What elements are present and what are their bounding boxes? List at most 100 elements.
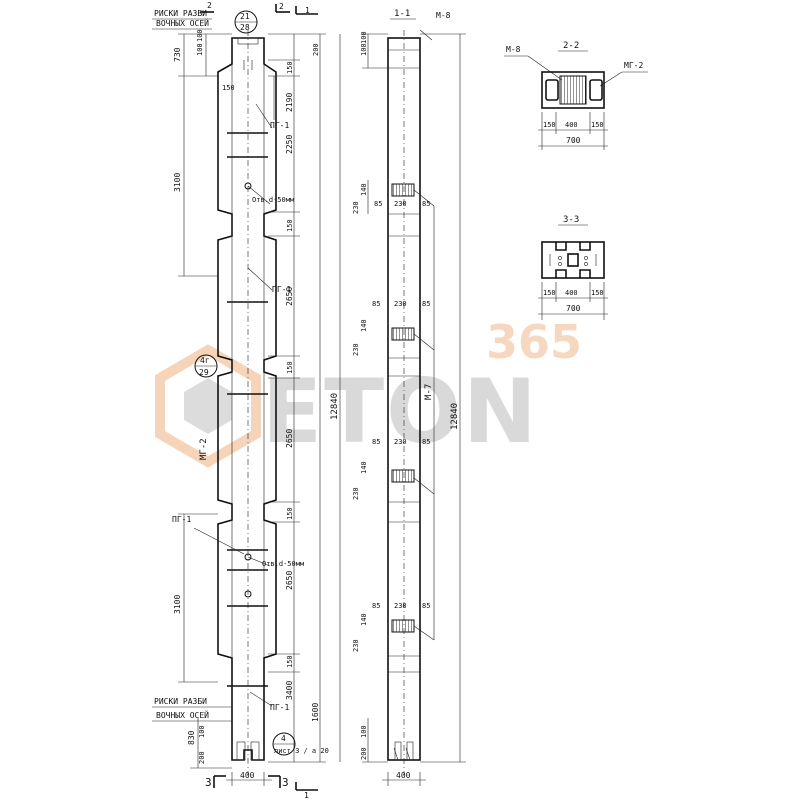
dim-3100-top: 3100 — [173, 173, 182, 192]
dim-100b: 100 — [196, 29, 204, 42]
cut-label-1-top: 1 — [305, 6, 310, 15]
dim-100a: 100 — [196, 43, 204, 56]
dim-3100-bottom: 3100 — [173, 595, 182, 614]
label-pg1-a: ПГ-1 — [270, 121, 289, 130]
s11-dim-100c: 100 — [360, 725, 368, 738]
label-hole-b: Отв.d-50мм — [262, 560, 305, 568]
section-1-1-title: 1-1 — [394, 9, 410, 19]
dim-730: 730 — [173, 47, 182, 62]
svg-text:140: 140 — [360, 613, 368, 626]
svg-text:150: 150 — [543, 121, 556, 129]
watermark-number: 365 — [486, 315, 582, 369]
width-dim-section: 400 — [396, 771, 411, 780]
embedded-ticks — [227, 132, 268, 687]
svg-text:230: 230 — [352, 201, 360, 214]
svg-text:85: 85 — [372, 438, 380, 446]
dim-2190: 2190 — [285, 93, 294, 112]
section-3-3-total: 700 — [566, 304, 581, 313]
dim-3400: 3400 — [285, 681, 294, 700]
section-3-3-body — [541, 241, 605, 279]
leader-labels: ПГ-1 Отв.d-50мм ПГ-1 ПГ-1 Отв.d-50мм ПГ-… — [172, 84, 305, 712]
dim-2650-2: 2650 — [285, 429, 294, 448]
svg-text:140: 140 — [360, 319, 368, 332]
section-2-2-mark-left: М-8 — [506, 45, 521, 54]
svg-text:150: 150 — [591, 289, 604, 297]
marks-label-bottom-1: РИСКИ РАЗБИ — [154, 697, 207, 706]
cut-label-1-bottom: 1 — [304, 791, 309, 800]
width-dim-left: 400 — [240, 771, 255, 780]
dim-830: 830 — [187, 730, 196, 745]
svg-text:лист 3 / а 20: лист 3 / а 20 — [274, 747, 329, 755]
plate-2 — [391, 327, 415, 341]
label-mg2: МГ-2 — [199, 438, 209, 460]
marks-label-top-2: ВОЧНЫХ ОСЕЙ — [156, 17, 209, 28]
svg-text:230: 230 — [394, 300, 407, 308]
callout-circle-top: 21 28 — [234, 10, 258, 34]
label-pg1-b: ПГ-1 — [272, 285, 291, 294]
left-dimension-chain: 730 100 100 3100 3100 830 200 100 — [173, 29, 232, 769]
plate-4 — [391, 619, 415, 633]
svg-text:150: 150 — [543, 289, 556, 297]
svg-text:85: 85 — [422, 602, 430, 610]
plate-3 — [391, 469, 415, 483]
dim-2250: 2250 — [285, 135, 294, 154]
section-2-2: 2-2 М-8 МГ-2 150 400 150 700 — [504, 41, 648, 150]
dim-100c: 100 — [198, 725, 206, 738]
dim-1600: 1600 — [311, 703, 320, 722]
svg-text:140: 140 — [360, 183, 368, 196]
svg-text:29: 29 — [199, 368, 209, 377]
dim-150-3: 150 — [286, 507, 294, 520]
cut-label-3-right: 3 — [282, 776, 289, 789]
column-elevation: РИСКИ РАЗБИ ВОЧНЫХ ОСЕЙ 21 28 2 2 1 — [152, 1, 341, 800]
right-dimension-chain: 200 150 2190 2250 150 2650 150 2650 150 … — [268, 33, 341, 763]
svg-text:230: 230 — [394, 200, 407, 208]
marks-label-top-1: РИСКИ РАЗБИ — [154, 9, 207, 18]
svg-text:140: 140 — [360, 461, 368, 474]
svg-text:85: 85 — [374, 200, 382, 208]
svg-text:4г: 4г — [200, 356, 210, 365]
svg-text:4: 4 — [281, 734, 286, 743]
svg-text:85: 85 — [422, 438, 430, 446]
section-2-2-mark-right: МГ-2 — [624, 61, 643, 70]
svg-text:400: 400 — [565, 289, 578, 297]
plate-1 — [391, 183, 415, 197]
section-1-1-mark: М-8 — [436, 11, 451, 20]
dim-2650-3: 2650 — [285, 571, 294, 590]
svg-text:230: 230 — [352, 639, 360, 652]
s11-dim-100a: 100 — [360, 43, 368, 56]
cut-label-2-right: 2 — [279, 2, 284, 11]
svg-text:150: 150 — [591, 121, 604, 129]
svg-text:400: 400 — [565, 121, 578, 129]
plate-dims-4: 140 230 85 230 85 — [352, 602, 430, 652]
dim-2650-1: 2650 — [285, 287, 294, 306]
callout-circle-bottom: 4 лист 3 / а 20 — [272, 732, 329, 756]
svg-text:85: 85 — [372, 300, 380, 308]
dim-150-4: 150 — [286, 655, 294, 668]
dim-total-section: 12840 — [450, 403, 460, 430]
section-2-2-plate — [559, 75, 587, 105]
svg-text:28: 28 — [240, 23, 250, 32]
plate-dims-3: 140 230 85 230 85 — [352, 438, 430, 500]
section-2-2-total: 700 — [566, 136, 581, 145]
section-2-2-body — [541, 71, 605, 109]
svg-text:230: 230 — [352, 487, 360, 500]
dim-200: 200 — [198, 751, 206, 764]
plate-dims-2: 140 230 85 230 85 — [352, 300, 430, 356]
dim-150-2: 150 — [286, 361, 294, 374]
section-3-3-title: 3-3 — [563, 215, 579, 225]
dim-150-1: 150 — [286, 219, 294, 232]
label-150: 150 — [222, 84, 235, 92]
dim-150-top: 150 — [286, 61, 294, 74]
watermark-logo-icon — [155, 344, 261, 468]
svg-text:85: 85 — [422, 200, 430, 208]
section-1-1: 1-1 М-8 М-7 100 — [352, 9, 466, 786]
dim-total-left: 12840 — [330, 393, 340, 420]
watermark: 365 ETON — [155, 315, 582, 468]
s11-dim-200: 200 — [360, 747, 368, 760]
svg-text:85: 85 — [372, 602, 380, 610]
svg-text:85: 85 — [422, 300, 430, 308]
svg-text:21: 21 — [240, 12, 250, 21]
plate-dims-1: 140 230 85 230 85 — [352, 180, 430, 214]
svg-text:230: 230 — [394, 438, 407, 446]
